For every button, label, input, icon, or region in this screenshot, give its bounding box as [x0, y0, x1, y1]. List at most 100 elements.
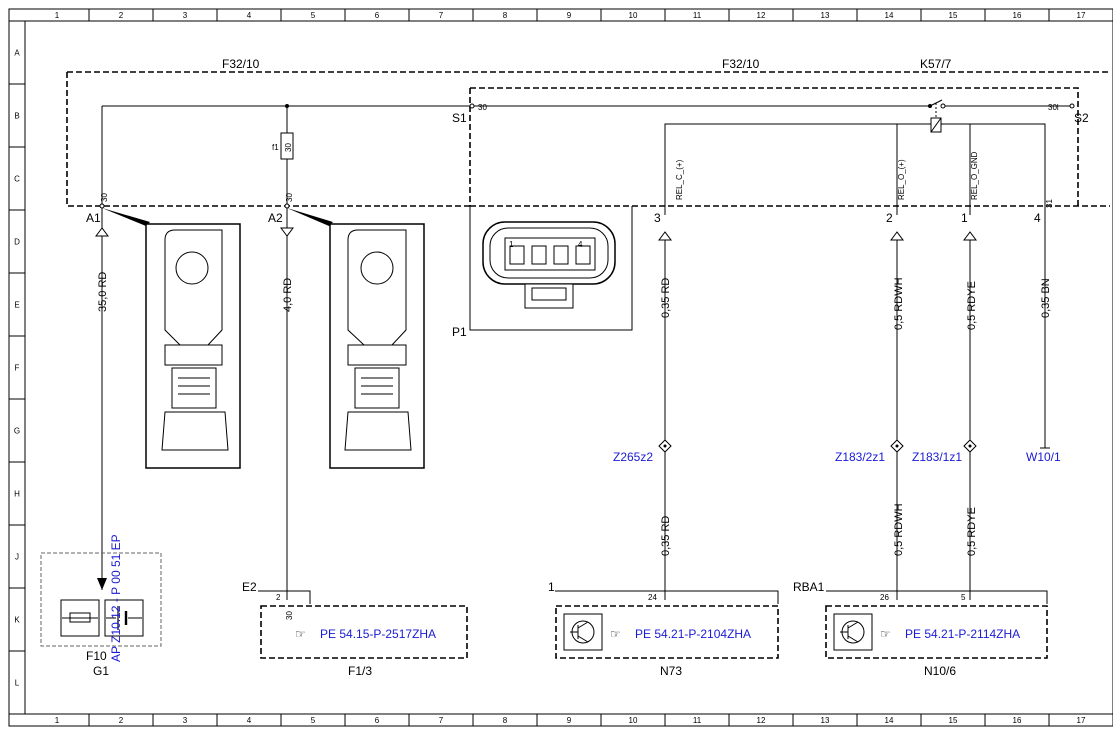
module-f32-right-label: F32/10 — [722, 57, 760, 71]
svg-text:2: 2 — [886, 211, 893, 225]
label-n10-6: N10/6 — [924, 664, 956, 678]
link-pe-54-21-2104[interactable]: PE 54.21-P-2104ZHA — [635, 627, 751, 641]
column-number: 1 — [55, 716, 60, 725]
svg-text:30: 30 — [285, 611, 294, 620]
svg-text:30: 30 — [100, 193, 109, 202]
column-number: 8 — [503, 11, 508, 20]
link-pe-54-15[interactable]: PE 54.15-P-2517ZHA — [320, 627, 436, 641]
svg-text:4: 4 — [578, 240, 583, 249]
link-pe-54-21-2114[interactable]: PE 54.21-P-2114ZHA — [905, 627, 1020, 641]
column-number: 8 — [503, 716, 508, 725]
link-w10-1[interactable]: W10/1 — [1026, 450, 1061, 464]
column-number: 4 — [247, 716, 252, 725]
splice-z183-2z1 — [890, 439, 904, 453]
column-number: 3 — [183, 716, 188, 725]
svg-text:30l: 30l — [1048, 103, 1059, 112]
column-number: 17 — [1077, 11, 1086, 20]
column-number: 3 — [183, 11, 188, 20]
label-p1: P1 — [452, 325, 467, 339]
svg-text:REL_O_GND: REL_O_GND — [970, 151, 979, 200]
label-s1: S1 — [452, 111, 467, 125]
row-letter: J — [15, 553, 19, 562]
connector-pin1 — [963, 231, 977, 241]
row-letter: L — [15, 679, 20, 688]
svg-text:0,5 RDYE: 0,5 RDYE — [966, 507, 978, 556]
column-number: 15 — [949, 716, 958, 725]
column-number: 12 — [757, 716, 766, 725]
battery-box — [40, 552, 162, 647]
column-number: 5 — [311, 11, 316, 20]
relay-connector-icon: 1 4 — [482, 221, 616, 309]
svg-text:3: 3 — [654, 211, 661, 225]
column-number: 9 — [567, 11, 572, 20]
column-number: 2 — [119, 11, 124, 20]
svg-text:2: 2 — [276, 593, 281, 602]
svg-text:1: 1 — [509, 240, 514, 249]
svg-text:30: 30 — [478, 103, 487, 112]
diagram-frame — [8, 8, 1113, 727]
column-number: 11 — [693, 716, 702, 725]
svg-text:24: 24 — [648, 593, 657, 602]
svg-text:0,35 RD: 0,35 RD — [660, 516, 672, 556]
column-number: 11 — [693, 11, 702, 20]
svg-text:4,0 RD: 4,0 RD — [282, 278, 294, 312]
column-number: 10 — [629, 11, 638, 20]
svg-text:REL_C_(+): REL_C_(+) — [675, 159, 684, 200]
component-n10-6 — [825, 605, 1048, 659]
column-number: 13 — [821, 716, 830, 725]
ap-reference[interactable]: AP Z10.12 - P 00 51 EP — [109, 534, 123, 662]
label-g1: G1 — [93, 664, 109, 678]
splice-z265z2 — [658, 439, 672, 453]
row-letter: H — [14, 490, 20, 499]
module-k57-label: K57/7 — [920, 57, 952, 71]
column-number: 15 — [949, 11, 958, 20]
svg-text:1: 1 — [961, 211, 968, 225]
svg-text:4: 4 — [1034, 211, 1041, 225]
component-n73 — [555, 605, 779, 659]
column-number: 13 — [821, 11, 830, 20]
transistor-icon — [563, 613, 603, 651]
column-number: 6 — [375, 716, 380, 725]
link-z183-1z1[interactable]: Z183/1z1 — [912, 450, 962, 464]
pointer-icon: ☞ — [295, 627, 306, 641]
component-f1-3 — [260, 605, 468, 659]
column-number: 6 — [375, 11, 380, 20]
row-letter: D — [14, 238, 20, 247]
svg-text:5: 5 — [961, 593, 966, 602]
link-z265z2[interactable]: Z265z2 — [613, 450, 653, 464]
column-number: 5 — [311, 716, 316, 725]
row-letter: K — [14, 616, 20, 625]
label-f1-3: F1/3 — [348, 664, 372, 678]
connector-pin3 — [658, 231, 672, 241]
column-number: 14 — [885, 716, 894, 725]
svg-text:31: 31 — [1045, 199, 1054, 208]
link-z183-2z1[interactable]: Z183/2z1 — [835, 450, 885, 464]
svg-text:35,0 RD: 35,0 RD — [97, 272, 109, 312]
pointer-icon: ☞ — [610, 627, 621, 641]
row-letter: G — [14, 427, 20, 436]
module-f32-left-label: F32/10 — [222, 57, 260, 71]
svg-text:0,5 RDWH: 0,5 RDWH — [893, 277, 905, 330]
svg-text:0,5 RDWH: 0,5 RDWH — [893, 503, 905, 556]
svg-text:0,35 BN: 0,35 BN — [1040, 278, 1052, 318]
svg-text:30: 30 — [284, 143, 293, 152]
svg-text:0,35 RD: 0,35 RD — [660, 278, 672, 318]
transistor-icon — [833, 613, 873, 651]
splice-z183-1z1 — [963, 439, 977, 453]
column-number: 16 — [1013, 716, 1022, 725]
svg-text:f1: f1 — [272, 143, 279, 152]
column-number: 16 — [1013, 11, 1022, 20]
svg-text:REL_O_(+): REL_O_(+) — [897, 159, 906, 200]
cable-terminal-a2 — [329, 223, 425, 469]
column-number: 1 — [55, 11, 60, 20]
label-e2: E2 — [242, 580, 257, 594]
connector-pin2 — [890, 231, 904, 241]
column-number: 7 — [439, 11, 444, 20]
column-number: 9 — [567, 716, 572, 725]
column-number: 14 — [885, 11, 894, 20]
row-letter: B — [14, 112, 19, 121]
column-number: 2 — [119, 716, 124, 725]
